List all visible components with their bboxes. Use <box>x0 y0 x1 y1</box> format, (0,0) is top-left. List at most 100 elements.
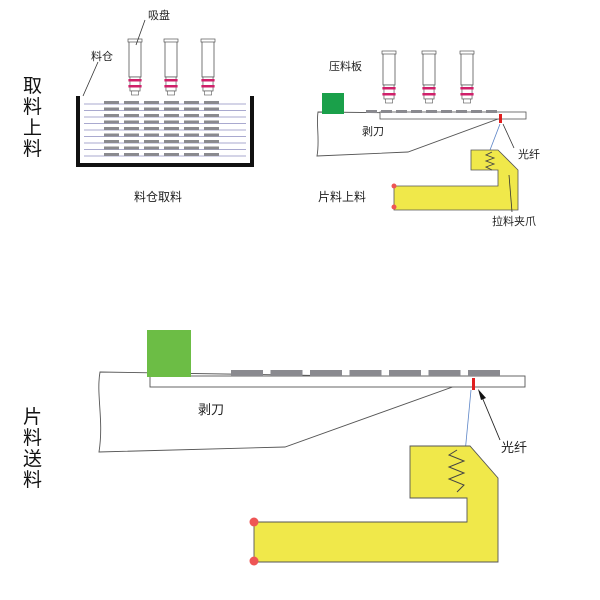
sheets-on-blade-top <box>366 110 497 113</box>
cup-body <box>422 52 436 86</box>
cup-band <box>382 93 396 96</box>
cup-band <box>128 79 142 82</box>
fiber-sensor-bottom <box>472 378 475 390</box>
cup-body <box>201 40 215 78</box>
stack-sheet <box>144 101 159 104</box>
gripper-bottom <box>253 445 499 563</box>
cup-tip <box>385 98 393 104</box>
stack-sheet <box>204 101 219 104</box>
stack-sheet <box>124 146 139 150</box>
vlabel-top-3: 料 <box>23 138 42 160</box>
stack-sheet <box>164 153 179 156</box>
vlabel-bottom-3: 料 <box>23 469 42 491</box>
stack-sheet <box>184 146 199 150</box>
cup-body <box>382 52 396 86</box>
cup-body <box>164 40 178 78</box>
cup-cap <box>127 38 143 43</box>
stack-sheet <box>104 133 119 137</box>
fiber-arrow-bottom <box>478 389 486 400</box>
stack-sheet <box>204 114 219 117</box>
stack-sheet <box>104 146 119 150</box>
sheet-stack <box>84 101 246 157</box>
stack-sheet <box>124 101 139 104</box>
gripper-leader-top <box>508 174 513 213</box>
cup-band <box>422 93 436 96</box>
suction-cups-magazine <box>127 38 216 96</box>
stack-sheet <box>124 127 139 130</box>
vlabel-top-0: 取 <box>23 75 42 97</box>
suction-cup-leader <box>135 19 146 46</box>
vlabel-top-1: 料 <box>23 96 42 118</box>
sheet-strip-bottom <box>149 375 526 388</box>
stack-sheet <box>124 140 139 143</box>
cup-band <box>164 85 178 88</box>
cup-band <box>201 85 215 88</box>
blade-sheet-top <box>396 110 407 113</box>
stack-sheet <box>124 120 139 124</box>
blade-sheet-top <box>486 110 497 113</box>
cup-band <box>164 79 178 82</box>
spring-bottom <box>447 449 466 493</box>
blade-sheet-bottom <box>270 370 303 376</box>
blade-sheet-bottom <box>428 370 461 376</box>
magazine-bin <box>76 96 254 167</box>
cup-band <box>460 87 474 90</box>
stack-sheet <box>204 140 219 143</box>
stack-sheet <box>184 107 199 111</box>
cup-tip <box>131 90 139 96</box>
sheet-loading-caption: 片料上料 <box>318 190 366 204</box>
cup-cap <box>459 50 475 55</box>
stack-sheet <box>164 120 179 124</box>
stack-sheet <box>164 107 179 111</box>
stack-sheet <box>104 107 119 111</box>
cup-cap <box>200 38 216 43</box>
gripper-label: 拉料夹爪 <box>492 214 536 228</box>
stack-sheet <box>164 114 179 117</box>
suction-cups-loading <box>381 50 475 104</box>
sheet-feeding-diagram: 剥刀 光纤 <box>98 330 527 566</box>
pressure-plate-bottom <box>147 330 191 377</box>
blade-sheet-top <box>411 110 422 113</box>
stack-sheet <box>124 133 139 137</box>
blade-sheet-top <box>471 110 482 113</box>
sheet-strip-top <box>379 111 527 120</box>
stack-sheet <box>144 153 159 156</box>
blade-sheet-top <box>441 110 452 113</box>
stack-sheet <box>204 133 219 137</box>
cup-cap <box>421 50 437 55</box>
vertical-label-bottom: 片 料 送 料 <box>23 406 42 491</box>
stack-sheet <box>144 120 159 124</box>
sheet-loading-diagram: 压料板 剥刀 光纤 片料上料 拉料夹爪 <box>316 50 540 228</box>
pressure-plate-top <box>322 93 344 114</box>
stack-sheet <box>124 107 139 111</box>
stack-sheet <box>204 107 219 111</box>
vlabel-top-2: 上 <box>23 117 42 139</box>
stack-sheet <box>204 146 219 150</box>
pivot-dot-top-2 <box>391 204 397 210</box>
stripper-blade-label-bottom: 剥刀 <box>198 403 224 418</box>
vlabel-bottom-1: 料 <box>23 427 42 449</box>
stripper-blade-label-top: 剥刀 <box>362 125 384 138</box>
stack-sheet <box>104 101 119 104</box>
stack-sheet <box>164 127 179 130</box>
blade-sheet-top <box>456 110 467 113</box>
stack-sheet <box>204 127 219 130</box>
blade-sheet-bottom <box>231 370 263 376</box>
optical-fiber-label-bottom: 光纤 <box>501 441 527 456</box>
cup-band <box>128 85 142 88</box>
stack-sheet <box>144 127 159 130</box>
magazine-pickup-caption: 料仓取料 <box>134 190 182 204</box>
stack-sheet <box>104 114 119 117</box>
optical-fiber-label-top: 光纤 <box>518 147 540 161</box>
magazine-diagram: 吸盘 料仓 料仓取料 <box>76 8 254 204</box>
stripper-blade-bottom <box>98 371 473 453</box>
blade-sheet-top <box>381 110 392 113</box>
magazine-label: 料仓 <box>91 49 113 63</box>
cup-band <box>460 93 474 96</box>
stack-sheet <box>144 114 159 117</box>
stack-sheet <box>164 101 179 104</box>
cup-band <box>201 79 215 82</box>
blade-sheet-bottom <box>310 370 342 376</box>
blade-sheet-top <box>426 110 437 113</box>
